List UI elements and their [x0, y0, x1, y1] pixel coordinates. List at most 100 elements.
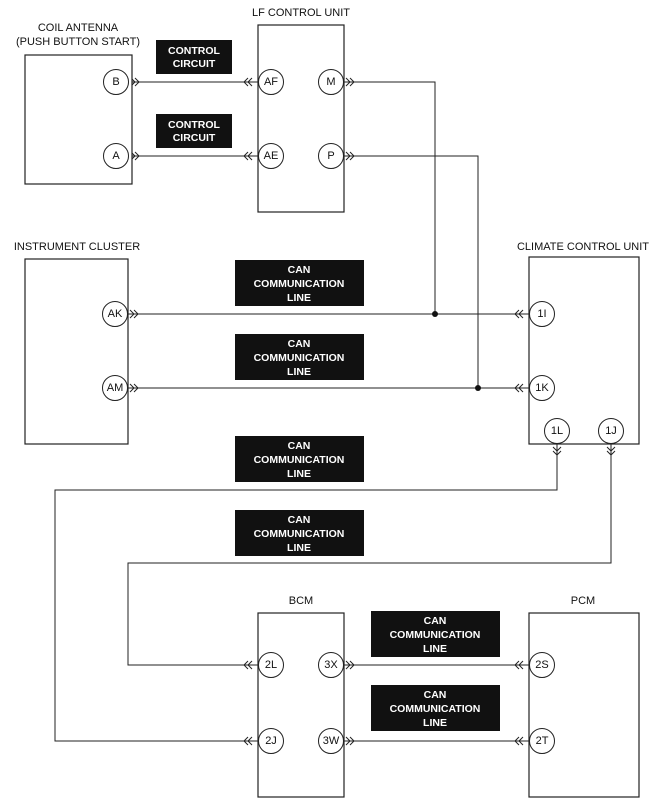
can-line-label: CAN COMMUNICATION LINE	[235, 334, 364, 380]
pin-ae: AE	[258, 143, 284, 169]
svg-text:LINE: LINE	[423, 643, 447, 655]
control-circuit-label: CONTROL CIRCUIT	[156, 40, 232, 74]
svg-text:CAN: CAN	[288, 440, 311, 452]
can-line-label: CAN COMMUNICATION LINE	[235, 510, 364, 556]
pin-b: B	[103, 69, 129, 95]
svg-text:2J: 2J	[265, 735, 277, 747]
pin-2l: 2L	[258, 652, 284, 678]
wire-1j-2l	[127, 444, 612, 666]
wires	[49, 81, 612, 742]
svg-text:COMMUNICATION: COMMUNICATION	[254, 454, 345, 466]
pin-p: P	[318, 143, 344, 169]
svg-text:1I: 1I	[537, 308, 546, 320]
pin-3x: 3X	[318, 652, 344, 678]
svg-text:LINE: LINE	[287, 366, 311, 378]
connector-marks	[129, 77, 616, 746]
svg-text:CAN: CAN	[424, 615, 447, 627]
can-line-label: CAN COMMUNICATION LINE	[235, 436, 364, 482]
lf-control-unit-title: LF CONTROL UNIT	[252, 7, 350, 19]
wire-p-can	[344, 155, 479, 388]
can-line-label: CAN COMMUNICATION LINE	[235, 260, 364, 306]
svg-text:CIRCUIT: CIRCUIT	[173, 132, 216, 144]
connector-mark-left	[514, 660, 524, 670]
svg-text:AM: AM	[107, 382, 124, 394]
pin-1i: 1I	[529, 301, 555, 327]
bcm-box	[257, 612, 345, 798]
splice-dot	[475, 385, 481, 391]
coil-antenna-title: COIL ANTENNA	[38, 22, 119, 34]
svg-text:AK: AK	[108, 308, 123, 320]
connector-mark-right	[129, 309, 139, 319]
svg-text:CONTROL: CONTROL	[168, 119, 220, 131]
pin-ak: AK	[102, 301, 128, 327]
svg-text:COMMUNICATION: COMMUNICATION	[254, 278, 345, 290]
wire-1l-2j	[54, 444, 558, 742]
svg-text:CAN: CAN	[288, 514, 311, 526]
svg-text:CIRCUIT: CIRCUIT	[173, 58, 216, 70]
connector-mark-right	[345, 660, 355, 670]
svg-text:2T: 2T	[536, 735, 549, 747]
svg-text:CAN: CAN	[288, 264, 311, 276]
pin-2s: 2S	[529, 652, 555, 678]
connector-mark-right	[345, 77, 355, 87]
pin-1k: 1K	[529, 375, 555, 401]
pin-2t: 2T	[529, 728, 555, 754]
coil-antenna-subtitle: (PUSH BUTTON START)	[16, 36, 140, 48]
can-line-label: CAN COMMUNICATION LINE	[371, 685, 500, 731]
svg-text:LINE: LINE	[423, 717, 447, 729]
connector-mark-left	[243, 77, 253, 87]
svg-text:CAN: CAN	[288, 338, 311, 350]
instrument-cluster-title: INSTRUMENT CLUSTER	[14, 241, 140, 253]
svg-text:LINE: LINE	[287, 542, 311, 554]
pin-af: AF	[258, 69, 284, 95]
svg-text:1J: 1J	[605, 425, 617, 437]
svg-text:LINE: LINE	[287, 468, 311, 480]
svg-text:COMMUNICATION: COMMUNICATION	[254, 352, 345, 364]
connector-mark-left	[243, 736, 253, 746]
connector-mark-left	[243, 151, 253, 161]
lf-control-unit-box	[257, 24, 345, 213]
pin-a: A	[103, 143, 129, 169]
instrument-cluster-box	[24, 258, 129, 445]
connector-mark-left	[243, 660, 253, 670]
connector-mark-right	[129, 383, 139, 393]
svg-text:LINE: LINE	[287, 292, 311, 304]
connector-mark-right	[345, 151, 355, 161]
svg-text:2S: 2S	[535, 659, 548, 671]
svg-text:2L: 2L	[265, 659, 277, 671]
svg-text:AF: AF	[264, 76, 278, 88]
connector-mark-left	[514, 736, 524, 746]
svg-text:COMMUNICATION: COMMUNICATION	[390, 703, 481, 715]
pin-3w: 3W	[318, 728, 344, 754]
svg-text:P: P	[327, 150, 334, 162]
pcm-box	[528, 612, 640, 798]
pin-1j: 1J	[598, 418, 624, 444]
svg-text:M: M	[326, 76, 335, 88]
climate-control-unit-box	[528, 256, 640, 445]
wire-m-can	[344, 81, 436, 314]
svg-text:A: A	[112, 150, 120, 162]
svg-text:3W: 3W	[323, 735, 340, 747]
can-line-label: CAN COMMUNICATION LINE	[371, 611, 500, 657]
splice-dot	[432, 311, 438, 317]
bcm-title: BCM	[289, 595, 313, 607]
connector-mark-left	[514, 383, 524, 393]
climate-control-unit-title: CLIMATE CONTROL UNIT	[517, 241, 649, 253]
svg-text:AE: AE	[264, 150, 279, 162]
pin-1l: 1L	[544, 418, 570, 444]
svg-text:COMMUNICATION: COMMUNICATION	[390, 629, 481, 641]
connector-mark-left	[514, 309, 524, 319]
connector-mark-down	[552, 446, 562, 456]
connector-mark-down	[606, 446, 616, 456]
control-circuit-label: CONTROL CIRCUIT	[156, 114, 232, 148]
svg-text:3X: 3X	[324, 659, 338, 671]
svg-text:CAN: CAN	[424, 689, 447, 701]
svg-text:1L: 1L	[551, 425, 563, 437]
svg-text:1K: 1K	[535, 382, 549, 394]
svg-text:B: B	[112, 76, 119, 88]
pin-2j: 2J	[258, 728, 284, 754]
pin-m: M	[318, 69, 344, 95]
svg-text:COMMUNICATION: COMMUNICATION	[254, 528, 345, 540]
